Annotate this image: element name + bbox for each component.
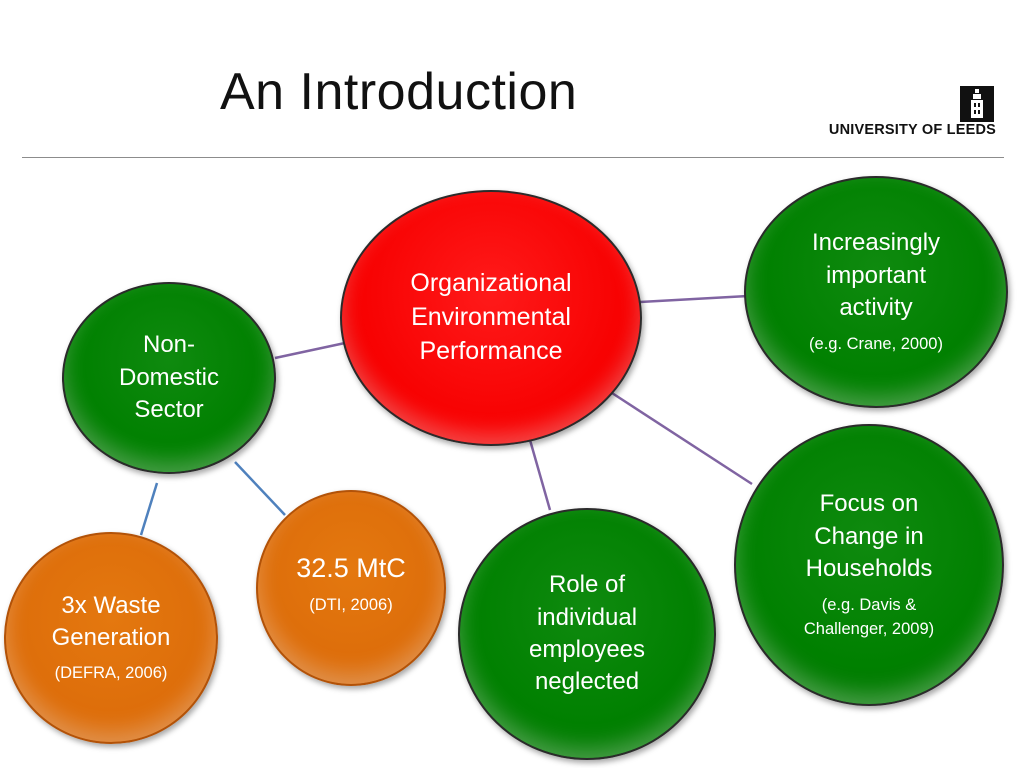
node-text-line: 3x Waste [61,591,161,619]
connector-center-nondomestic [274,341,346,360]
node-role-of-employees: Role of individual employees neglected [458,508,716,760]
node-text-line: Generation [51,624,171,652]
university-logo: UNIVERSITY OF LEEDS [812,86,1002,144]
connector-nondomestic-mtc [234,461,286,516]
node-text-line: individual [536,603,638,631]
node-text-line: 32.5 MtC [296,553,406,583]
node-text-line: activity [839,294,913,322]
node-reference: (DTI, 2006) [309,596,393,615]
university-tower-icon [960,86,994,122]
university-name: UNIVERSITY OF LEEDS [828,122,996,138]
connector-center-role [528,439,552,511]
node-text-line: Domestic [118,363,220,391]
connector-center-increasingly [639,294,749,304]
node-text-line: Increasingly [811,229,941,257]
node-increasingly-important: Increasingly important activity (e.g. Cr… [744,176,1008,408]
node-text-line: Households [805,555,933,583]
connector-center-focus [611,391,753,486]
node-non-domestic-sector: Non- Domestic Sector [62,282,276,474]
connector-nondomestic-waste [139,482,159,536]
node-text-line: Performance [419,336,563,365]
node-text-line: Change in [814,522,924,550]
node-text-line: Organizational [410,269,572,298]
node-text-line: Role of [548,571,626,599]
node-text-line: important [825,261,927,289]
node-text-line: Non- [142,331,196,359]
node-text-line: Focus on [819,490,919,518]
node-text-line: neglected [534,668,640,696]
title-divider [22,157,1004,158]
slide-title: An Introduction [220,63,578,121]
node-reference: (e.g. Davis & [821,595,917,614]
node-text-line: Environmental [411,303,571,332]
node-reference: Challenger, 2009) [803,619,935,638]
node-text-line: Sector [134,396,204,424]
node-organizational-performance: Organizational Environmental Performance [340,190,642,446]
node-3x-waste-generation: 3x Waste Generation (DEFRA, 2006) [4,532,218,744]
node-32-5-mtc: 32.5 MtC (DTI, 2006) [256,490,446,686]
node-reference: (e.g. Crane, 2000) [809,334,943,353]
node-reference: (DEFRA, 2006) [54,664,168,683]
node-text-line: employees [528,636,646,663]
node-focus-on-households: Focus on Change in Households (e.g. Davi… [734,424,1004,706]
